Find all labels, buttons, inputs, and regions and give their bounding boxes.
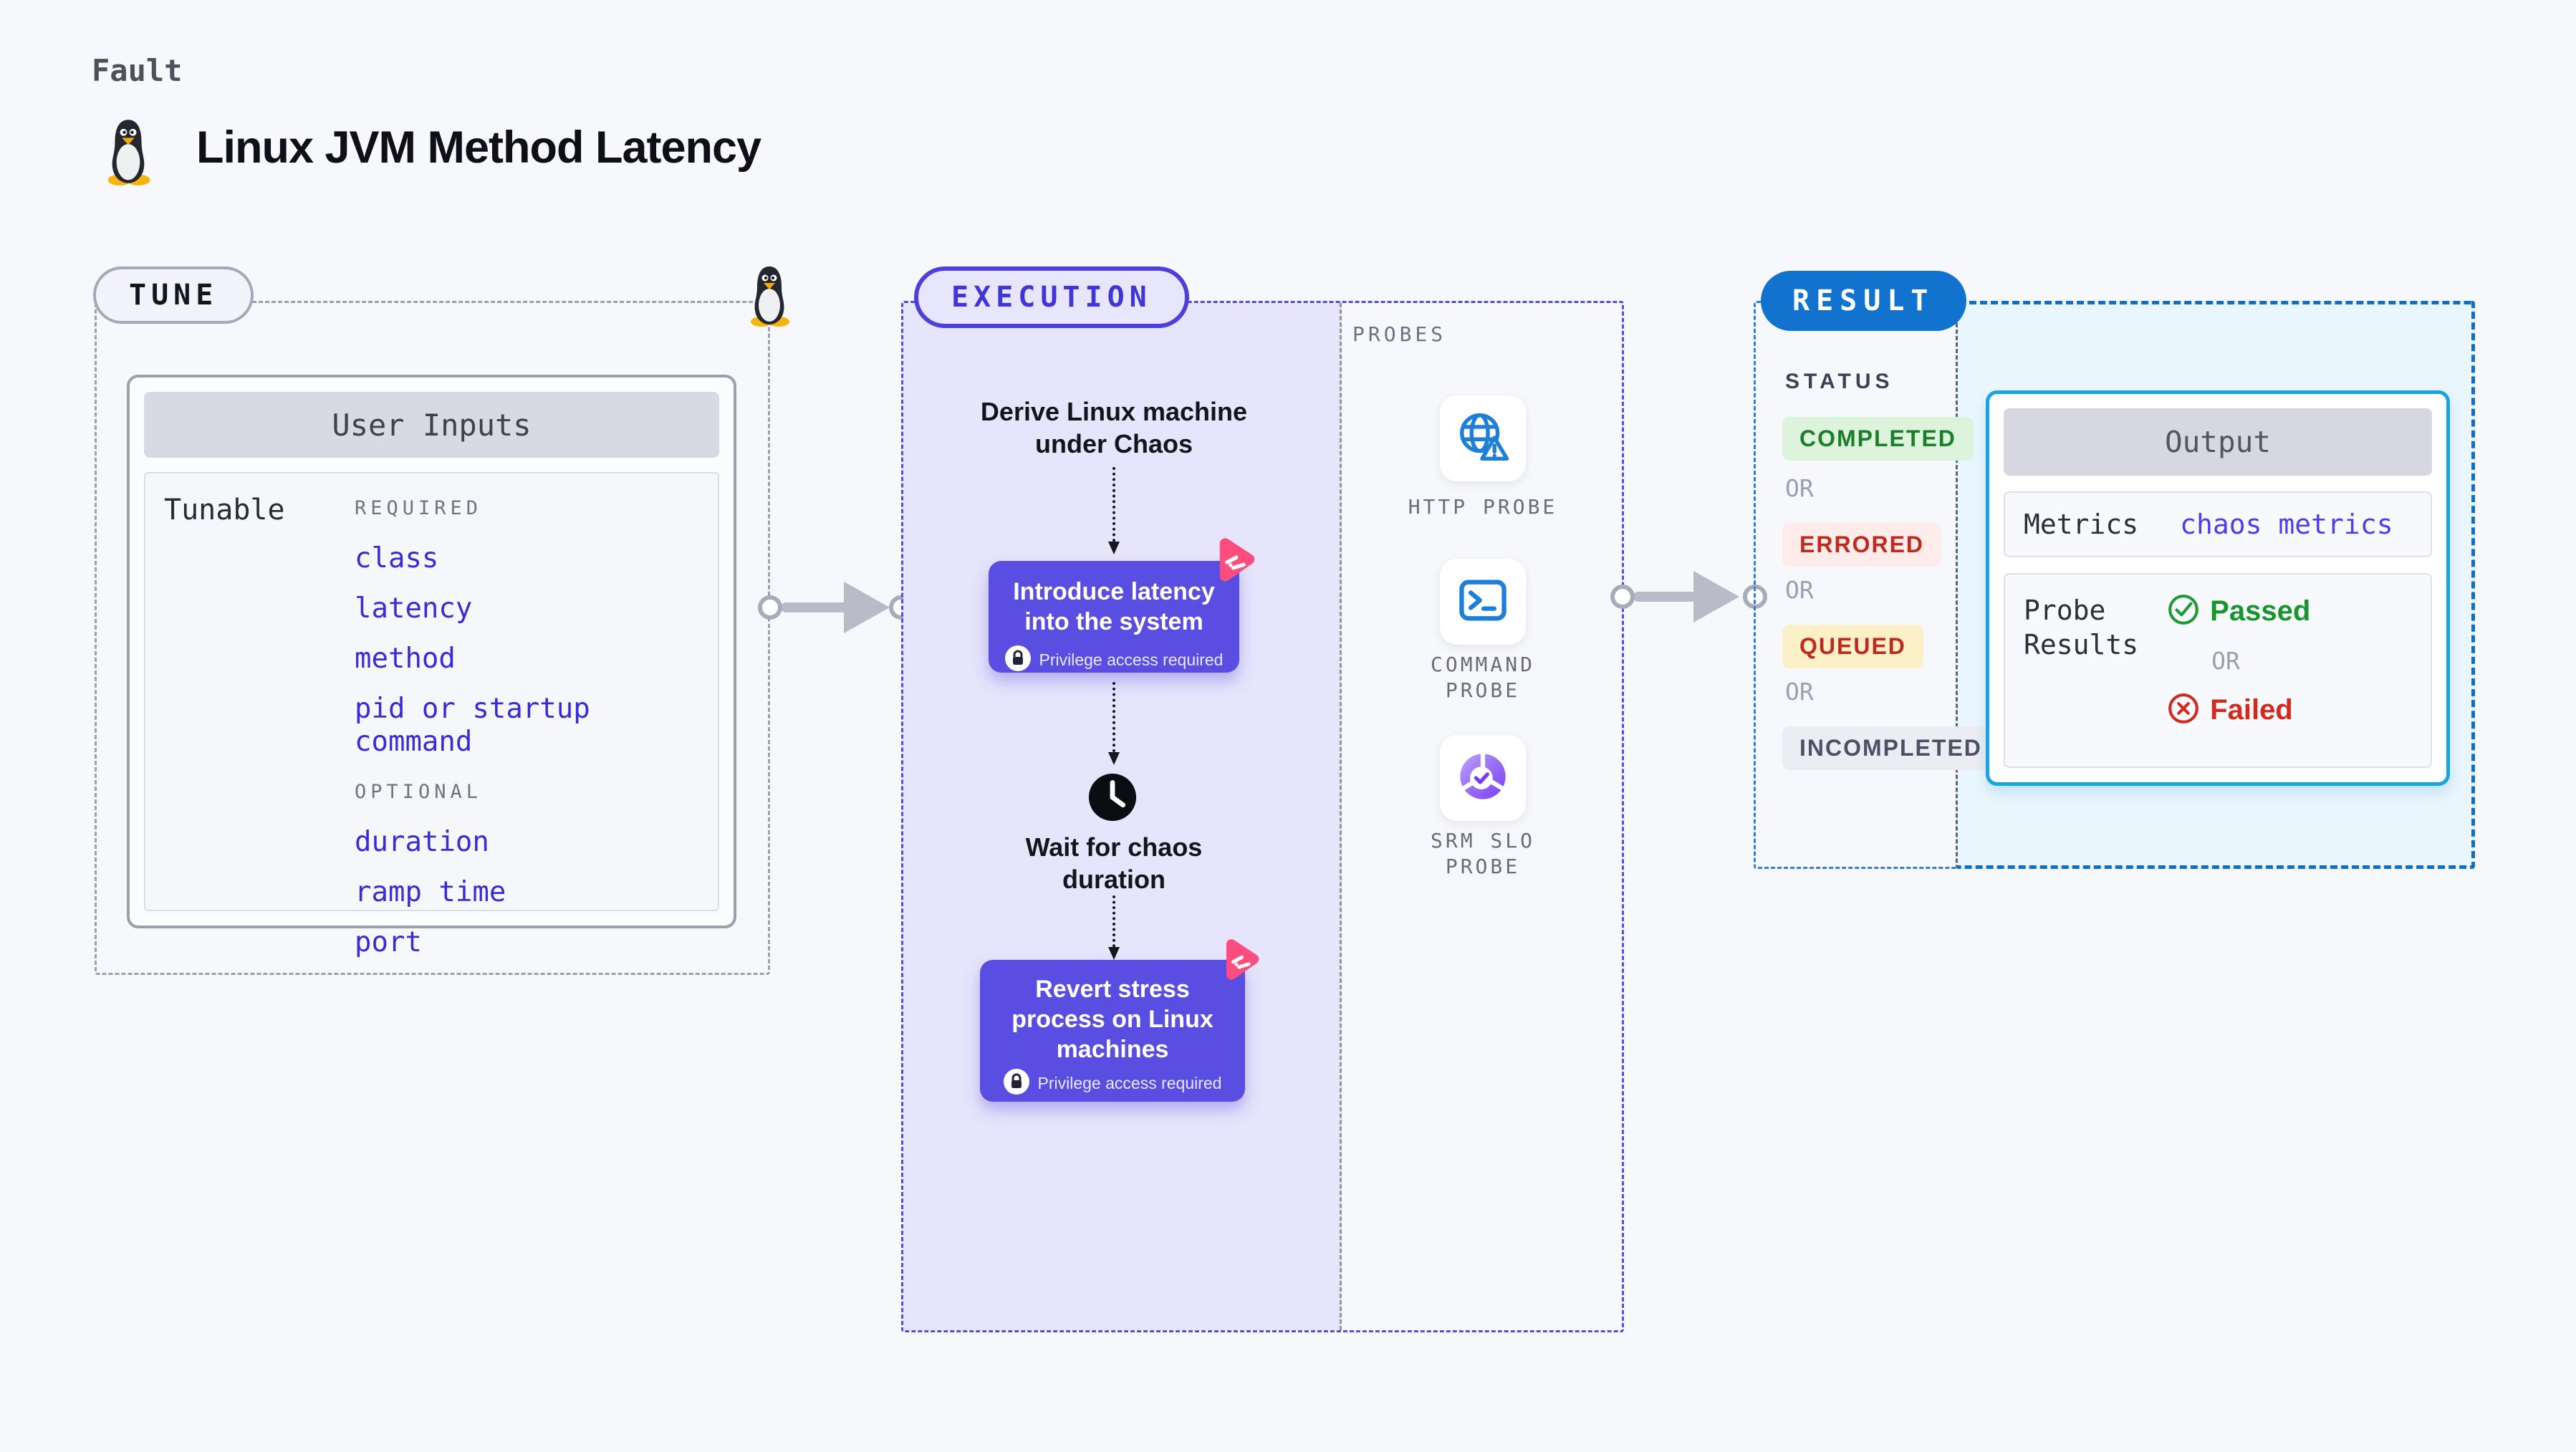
command-probe-label: COMMAND PROBE: [1397, 652, 1569, 703]
tune-section-frame: [95, 301, 770, 975]
probe-result-or-separator: OR: [2211, 647, 2240, 675]
srm-probe-line1: SRM SLO: [1430, 829, 1535, 852]
connector-dot: [1610, 585, 1635, 609]
status-column-label: STATUS: [1785, 370, 1894, 393]
check-circle-icon: [2167, 593, 2200, 630]
tunable-link-latency[interactable]: latency: [355, 592, 473, 625]
command-probe-line2: PROBE: [1445, 678, 1521, 702]
status-badge-queued: QUEUED: [1782, 625, 1923, 668]
srm-probe-line2: PROBE: [1445, 855, 1521, 878]
flow-arrow-down-icon: [1108, 467, 1120, 554]
step-derive-line1: Derive Linux machine: [980, 397, 1248, 426]
connector-tune-execution-arrowhead: [844, 582, 890, 633]
status-badge-errored: ERRORED: [1782, 523, 1942, 567]
tunable-link-port[interactable]: port: [355, 926, 422, 958]
chaos-logo-icon: [1208, 534, 1259, 586]
privilege-lock-icon: [1003, 1069, 1029, 1098]
wait-line2: duration: [1062, 865, 1166, 894]
result-section-badge: RESULT: [1761, 271, 1966, 331]
probes-column-label: PROBES: [1352, 322, 1447, 346]
tunable-link-ramp-time[interactable]: ramp time: [355, 876, 506, 908]
user-inputs-body: Tunable REQUIRED class latency method pi…: [144, 472, 719, 958]
command-probe-card[interactable]: [1440, 559, 1526, 645]
terminal-icon: [1456, 573, 1510, 631]
step-revert-stress-card[interactable]: Revert stress process on Linux machines …: [980, 960, 1245, 1102]
http-probe-card[interactable]: [1440, 395, 1526, 481]
x-circle-icon: [2167, 692, 2200, 729]
step-derive-line2: under Chaos: [1034, 429, 1193, 458]
privilege-note: Privilege access required: [1039, 650, 1224, 669]
linux-penguin-small-icon: [746, 264, 792, 328]
probe-result-failed: Failed: [2210, 694, 2293, 726]
srm-slo-probe-card[interactable]: [1440, 735, 1526, 821]
status-or-separator: OR: [1785, 474, 1814, 502]
tunable-link-class[interactable]: class: [355, 542, 439, 574]
probe-result-passed: Passed: [2210, 595, 2311, 627]
tune-section-badge: TUNE: [93, 266, 254, 324]
privilege-note: Privilege access required: [1037, 1074, 1222, 1092]
flow-arrow-down-icon: [1108, 895, 1120, 960]
probe-results-label-line2: Results: [2024, 629, 2139, 660]
step-introduce-latency-card[interactable]: Introduce latency into the system Privil…: [989, 561, 1239, 673]
privilege-lock-icon: [1004, 645, 1031, 675]
chaos-logo-icon: [1215, 936, 1264, 984]
globe-alert-icon: [1455, 409, 1511, 468]
card-line: Revert stress: [1035, 976, 1190, 1003]
optional-group-label: OPTIONAL: [355, 781, 483, 803]
metrics-label: Metrics: [2024, 509, 2139, 540]
tunable-link-method[interactable]: method: [355, 643, 456, 675]
srm-slo-probe-label: SRM SLO PROBE: [1397, 828, 1569, 880]
card-line: into the system: [1024, 608, 1203, 635]
user-inputs-table: User Inputs Tunable REQUIRED class laten…: [127, 375, 736, 958]
execution-section-badge: EXECUTION: [914, 266, 1189, 328]
status-badge-incompleted: INCOMPLETED: [1782, 726, 1999, 770]
status-or-separator: OR: [1785, 678, 1814, 706]
linux-penguin-icon: [103, 117, 153, 186]
tunable-list: REQUIRED class latency method pid or sta…: [355, 492, 718, 959]
output-card: Output Metrics chaos metrics Probe Resul…: [1986, 390, 2450, 786]
metrics-row: Metrics chaos metrics: [2004, 491, 2432, 557]
card-line: machines: [1056, 1036, 1169, 1063]
probe-results-row: Probe Results Passed OR: [2004, 573, 2432, 768]
http-probe-label: HTTP PROBE: [1408, 495, 1558, 519]
connector-dot: [758, 595, 782, 620]
connector-tune-execution-line: [781, 602, 861, 612]
wait-line1: Wait for chaos: [1025, 832, 1203, 862]
step-wait-duration: Wait for chaos duration: [953, 831, 1275, 895]
tunable-link-pid-or-startup-command[interactable]: pid or startup command: [355, 693, 590, 758]
card-line: Introduce latency: [1013, 578, 1215, 605]
probe-results-label-line1: Probe: [2024, 595, 2106, 626]
fault-eyebrow: Fault: [92, 53, 183, 88]
page-title: Linux JVM Method Latency: [196, 122, 761, 173]
slo-donut-check-icon: [1456, 749, 1510, 807]
user-inputs-header: User Inputs: [144, 392, 719, 458]
flow-arrow-down-icon: [1108, 682, 1120, 765]
connector-execution-result-arrowhead: [1693, 571, 1739, 622]
step-derive-machine: Derive Linux machine under Chaos: [949, 395, 1279, 460]
status-badge-completed: COMPLETED: [1782, 417, 1974, 461]
output-card-header: Output: [2004, 408, 2432, 476]
execution-probes-divider: [1340, 303, 1342, 1330]
status-or-separator: OR: [1785, 576, 1814, 604]
connector-execution-result-line: [1633, 592, 1709, 602]
required-group-label: REQUIRED: [355, 497, 483, 519]
execution-section-frame: [901, 301, 1624, 1332]
chaos-metrics-link[interactable]: chaos metrics: [2180, 509, 2393, 540]
tunable-link-duration[interactable]: duration: [355, 826, 489, 858]
card-line: process on Linux: [1011, 1006, 1213, 1033]
command-probe-line1: COMMAND: [1430, 653, 1535, 676]
wait-clock-icon: [1087, 772, 1138, 822]
tunable-row-label: Tunable: [164, 494, 285, 527]
